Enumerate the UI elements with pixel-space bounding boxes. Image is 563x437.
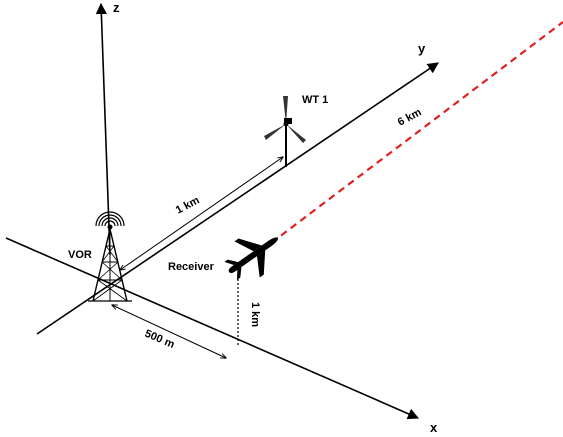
z-axis: z bbox=[95, 0, 120, 256]
x-axis-label: x bbox=[430, 420, 438, 435]
wind-turbine-icon bbox=[264, 96, 306, 167]
z-axis-label: z bbox=[113, 0, 120, 15]
receiver-height-label: 1 km bbox=[249, 302, 261, 327]
y-axis: y bbox=[36, 41, 439, 335]
dist-x-label: 500 m bbox=[143, 328, 177, 351]
dimension-x bbox=[112, 305, 226, 358]
dimension-vor-wt bbox=[120, 157, 283, 270]
receiver-label: Receiver bbox=[168, 261, 215, 273]
dist-wt-receiver-label: 6 km bbox=[396, 106, 424, 128]
vor-antenna-icon bbox=[88, 211, 132, 302]
x-axis: x bbox=[5, 237, 438, 435]
dist-vor-wt-label: 1 km bbox=[174, 194, 202, 216]
wind-turbine-label: WT 1 bbox=[302, 94, 328, 106]
y-axis-label: y bbox=[418, 41, 426, 56]
signal-path bbox=[261, 21, 563, 251]
airplane-icon bbox=[224, 237, 279, 280]
vor-label: VOR bbox=[68, 249, 92, 261]
